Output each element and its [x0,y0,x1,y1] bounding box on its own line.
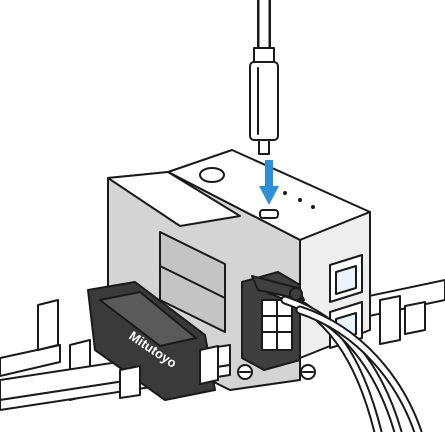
cable-wires [265,285,423,432]
usb-port-icon [259,209,279,219]
rail-bracket-right [379,295,426,345]
insert-arrow-icon [259,160,279,205]
clamp-holder: Mitutoyo [87,281,219,401]
led-indicator [311,205,315,209]
led-indicator [283,191,287,195]
led-indicator [298,198,302,202]
wire-connector [251,275,305,301]
ground-symbol-icon [237,364,316,380]
usb-cable-icon [249,0,279,155]
